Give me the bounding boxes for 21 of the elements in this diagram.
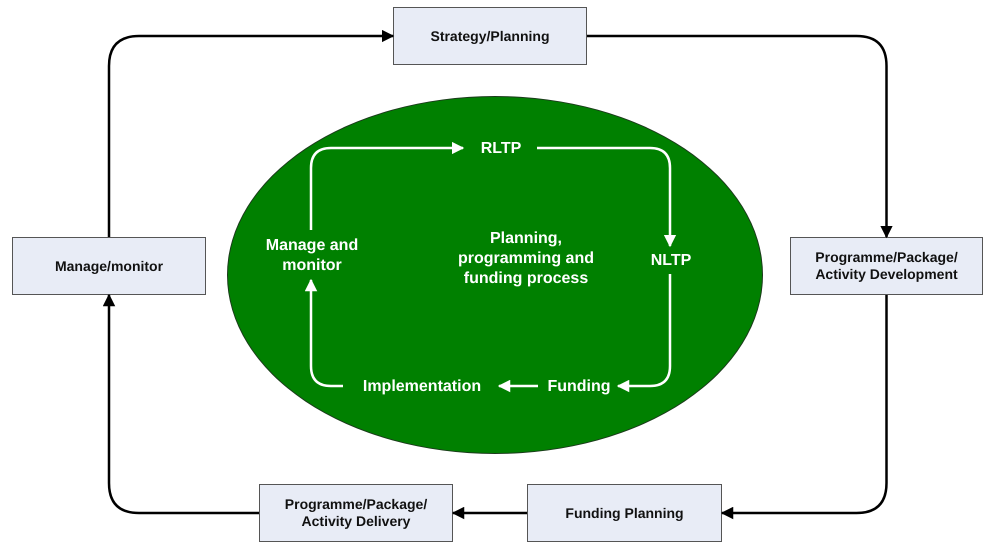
arrow	[304, 278, 343, 388]
step-label: RLTP	[466, 137, 536, 161]
step-label: Implementation	[346, 375, 498, 399]
process-box: Manage/monitor	[12, 237, 206, 295]
arrow	[452, 506, 527, 520]
arrow	[616, 274, 672, 392]
process-box: Funding Planning	[527, 484, 722, 542]
arrow	[498, 380, 538, 392]
process-box: Programme/Package/ Activity Development	[790, 237, 983, 295]
arrow	[720, 295, 888, 520]
process-box: Programme/Package/ Activity Delivery	[259, 484, 453, 542]
arrow	[310, 142, 464, 230]
step-label: Manage and monitor	[251, 233, 373, 279]
step-label: Funding	[541, 375, 617, 399]
process-box: Strategy/Planning	[393, 7, 587, 65]
arrow	[102, 294, 259, 514]
arrow	[108, 30, 394, 237]
ellipse-title: Planning, programming and funding process	[456, 229, 595, 289]
step-label: NLTP	[636, 249, 706, 273]
arrow	[587, 34, 893, 238]
arrow	[537, 146, 676, 248]
